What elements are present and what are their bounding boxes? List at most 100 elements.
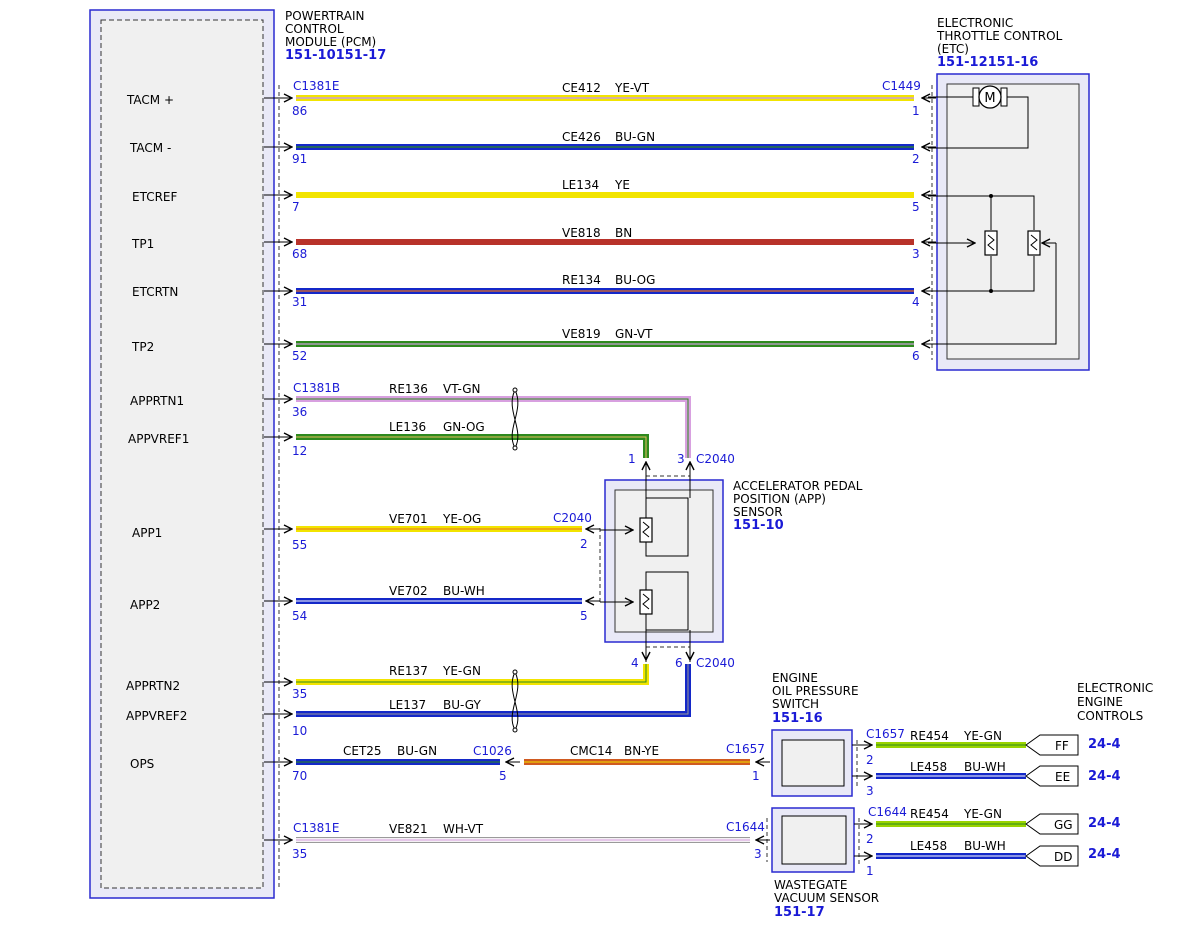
circuit-ve701-id: VE701 <box>389 512 428 526</box>
pcm-name-line-2: CONTROL <box>285 22 344 36</box>
offpage-ff-label: FF <box>1055 739 1069 753</box>
circuit-ve821-color: WH-VT <box>443 822 484 836</box>
circuit-le458-ops-color: BU-WH <box>964 760 1006 774</box>
circuit-le134-far-pin: 5 <box>912 200 920 214</box>
pcm-pin-app1: APP1 <box>132 526 162 540</box>
ops-wires: FF EE <box>264 734 1079 787</box>
ops-name-line-3: SWITCH <box>772 697 819 711</box>
circuit-le134-pcm-pin: 7 <box>292 200 300 214</box>
offpage-gg[interactable]: GG <box>1025 813 1079 835</box>
circuit-le136-id: LE136 <box>389 420 426 434</box>
connector-c1644-left: C1644 <box>726 820 765 834</box>
circuit-le137-id: LE137 <box>389 698 426 712</box>
etc-name-line-2: THROTTLE CONTROL <box>936 29 1063 43</box>
circuit-le136-far-pin: 1 <box>628 452 636 466</box>
circuit-ve818-color: BN <box>615 226 632 240</box>
offpage-dd-ref[interactable]: 24-4 <box>1088 847 1121 862</box>
wgv-wire-labels: C1381E VE821 WH-VT 35 C1644 3 C1644 2 RE… <box>292 805 1121 878</box>
ops-name-line-1: ENGINE <box>772 671 818 685</box>
pcm-name-line-3: MODULE (PCM) <box>285 35 376 49</box>
circuit-le136-pcm-pin: 12 <box>292 444 307 458</box>
circuit-ve701-color: YE-OG <box>442 512 481 526</box>
circuit-cmc14-color: BN-YE <box>624 744 659 758</box>
circuit-ce412-id: CE412 <box>562 81 601 95</box>
connector-c2040-bottom: C2040 <box>696 656 735 670</box>
circuit-ce426-pcm-pin: 91 <box>292 152 307 166</box>
ops-name-line-2: OIL PRESSURE <box>772 684 859 698</box>
ops-switch-module: ENGINE OIL PRESSURE SWITCH 151-16 <box>771 671 859 797</box>
connector-c1657-left: C1657 <box>726 742 765 756</box>
pcm-pin-labels: TACM + TACM - ETCREF TP1 ETCRTN TP2 APPR… <box>126 93 189 771</box>
circuit-ve821-pcm-pin: 35 <box>292 847 307 861</box>
circuit-le458-wgv-pin: 1 <box>866 864 874 878</box>
app-sensor-module: ACCELERATOR PEDAL POSITION (APP) SENSOR … <box>599 466 863 662</box>
circuit-cet25-far-pin: 5 <box>499 769 507 783</box>
circuit-ve819-pcm-pin: 52 <box>292 349 307 363</box>
connector-c1449: C1449 <box>882 79 921 93</box>
circuit-le136-color: GN-OG <box>443 420 485 434</box>
offpage-ff[interactable]: FF <box>1025 734 1079 756</box>
pcm-pin-apprtn2: APPRTN2 <box>126 679 180 693</box>
circuit-re137-pcm-pin: 35 <box>292 687 307 701</box>
circuit-le134-color: YE <box>614 178 630 192</box>
pcm-pin-appvref2: APPVREF2 <box>126 709 187 723</box>
app-sensor-1-icon <box>639 517 653 543</box>
app-sensor-2-icon <box>639 589 653 615</box>
circuit-re136-color: VT-GN <box>443 382 480 396</box>
app-name-line-2: POSITION (APP) <box>733 492 826 506</box>
circuit-ce426-id: CE426 <box>562 130 601 144</box>
pcm-pin-etcrtn: ETCRTN <box>132 285 178 299</box>
circuit-re454-wgv-id: RE454 <box>910 807 949 821</box>
etc-module: ELECTRONIC THROTTLE CONTROL (ETC) 151-12… <box>928 16 1090 371</box>
app-name-line-1: ACCELERATOR PEDAL <box>733 479 863 493</box>
offpage-gg-ref[interactable]: 24-4 <box>1088 816 1121 831</box>
circuit-le458-ops-pin: 3 <box>866 784 874 798</box>
etc-sensor-2-icon <box>1027 230 1041 256</box>
app-wire-labels: C1381B RE136 VT-GN 36 LE136 GN-OG 12 1 3… <box>292 381 735 738</box>
circuit-ve819-id: VE819 <box>562 327 601 341</box>
circuit-re454-ops-color: YE-GN <box>963 729 1002 743</box>
pcm-pin-tp2: TP2 <box>131 340 154 354</box>
circuit-ve701-far-pin: 2 <box>580 537 588 551</box>
etc-sensor-1-icon <box>984 230 998 256</box>
wgv-name-line-1: WASTEGATE <box>774 878 847 892</box>
circuit-ce426-far-pin: 2 <box>912 152 920 166</box>
circuit-le137-color: BU-GY <box>443 698 481 712</box>
ops-ref: 151-16 <box>772 711 823 726</box>
offpage-ee[interactable]: EE <box>1025 765 1079 787</box>
circuit-cmc14-id: CMC14 <box>570 744 612 758</box>
circuit-ce412-color: YE-VT <box>614 81 650 95</box>
etc-name-line-3: (ETC) <box>937 42 969 56</box>
pcm-pin-apprtn1: APPRTN1 <box>130 394 184 408</box>
pcm-name-line-1: POWERTRAIN <box>285 9 365 23</box>
circuit-re137-id: RE137 <box>389 664 428 678</box>
app-wires <box>264 387 690 733</box>
etc-wires <box>264 98 936 344</box>
pcm-pin-tacm-plus: TACM + <box>126 93 174 107</box>
pcm-pin-app2: APP2 <box>130 598 160 612</box>
circuit-re137-far-pin: 4 <box>631 656 639 670</box>
circuit-re454-wgv-pin: 2 <box>866 832 874 846</box>
app-name-line-3: SENSOR <box>733 505 783 519</box>
wgv-sensor-module: WASTEGATE VACUUM SENSOR 151-17 <box>766 807 879 920</box>
connector-c2040-mid: C2040 <box>553 511 592 525</box>
eec-name-line-1: ELECTRONIC <box>1077 681 1153 695</box>
circuit-le458-wgv-id: LE458 <box>910 839 947 853</box>
offpage-dd[interactable]: DD <box>1025 845 1079 867</box>
pcm-pin-appvref1: APPVREF1 <box>128 432 189 446</box>
connector-c1381e-bottom: C1381E <box>293 821 340 835</box>
circuit-re454-wgv-color: YE-GN <box>963 807 1002 821</box>
wgv-name-line-2: VACUUM SENSOR <box>774 891 879 905</box>
circuit-le458-ops-id: LE458 <box>910 760 947 774</box>
circuit-cet25-pcm-pin: 70 <box>292 769 307 783</box>
circuit-ve818-pcm-pin: 68 <box>292 247 307 261</box>
circuit-re134-far-pin: 4 <box>912 295 920 309</box>
circuit-re134-id: RE134 <box>562 273 601 287</box>
offpage-ee-ref[interactable]: 24-4 <box>1088 769 1121 784</box>
circuit-ve818-far-pin: 3 <box>912 247 920 261</box>
circuit-re137-color: YE-GN <box>442 664 481 678</box>
offpage-ff-ref[interactable]: 24-4 <box>1088 737 1121 752</box>
twisted-pair-symbol-bottom <box>511 669 519 733</box>
pcm-ref: 151-10151-17 <box>285 48 386 63</box>
